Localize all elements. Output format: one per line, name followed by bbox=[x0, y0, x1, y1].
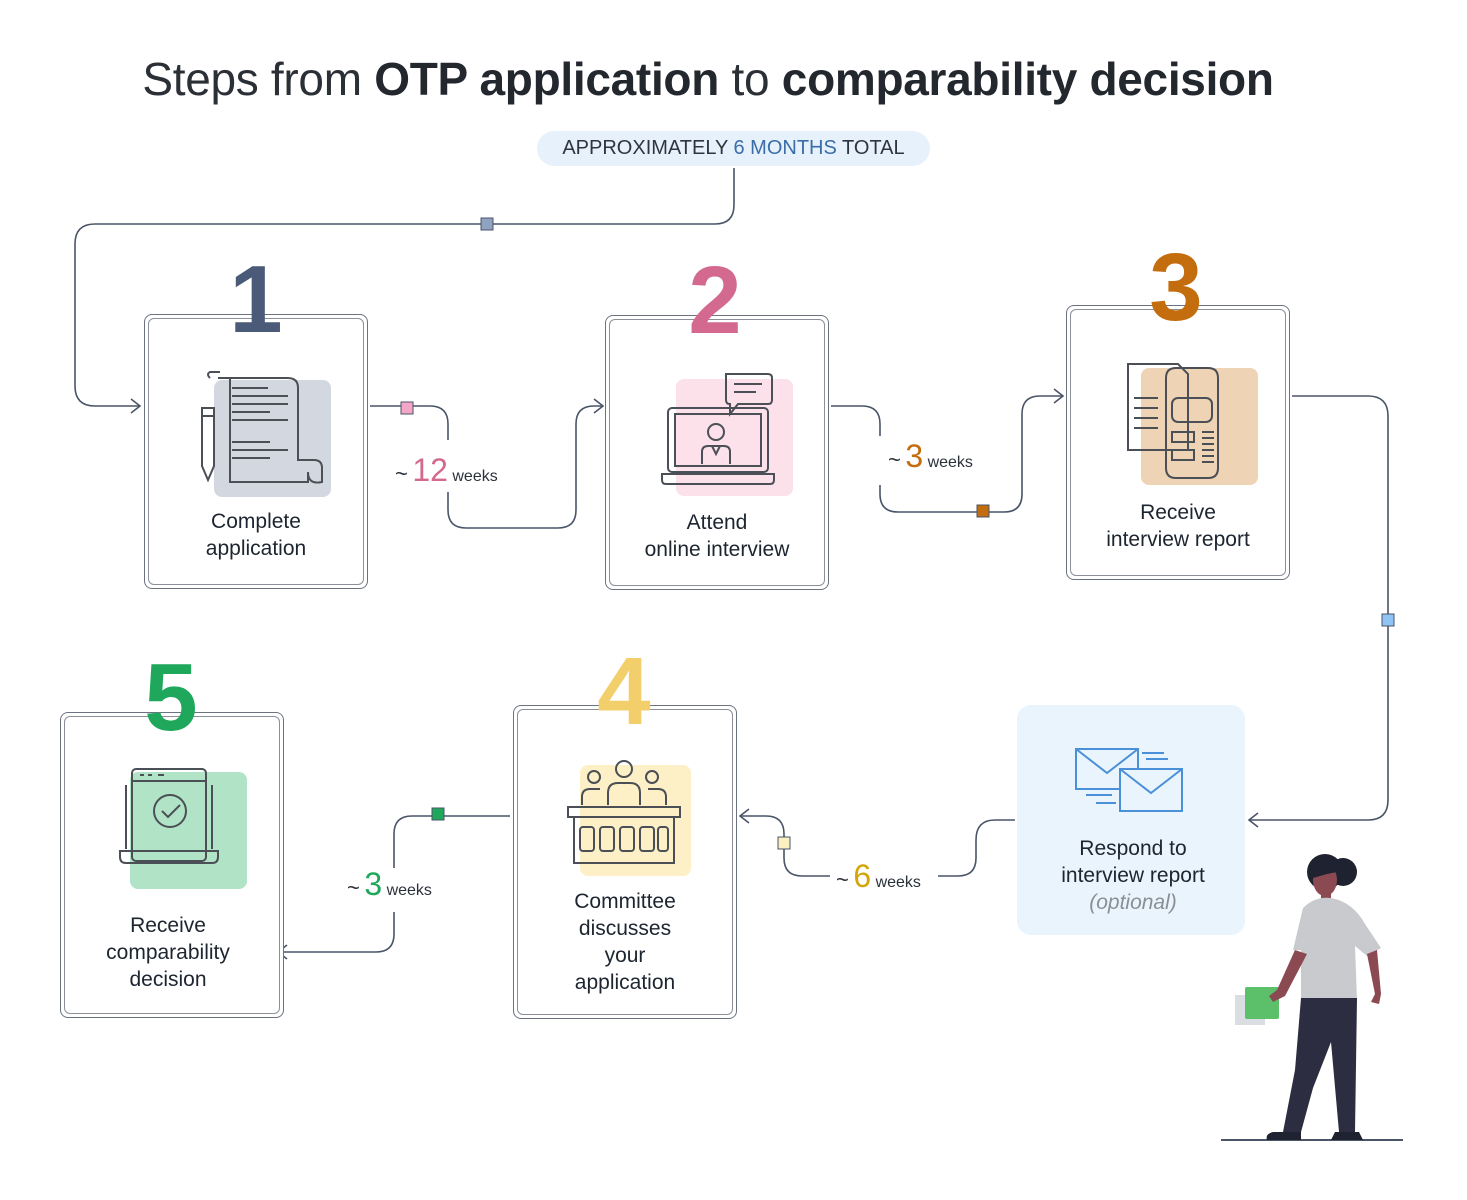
committee-icon bbox=[567, 760, 691, 876]
arrowhead bbox=[1053, 388, 1065, 404]
step-label-5: Receive comparability decision bbox=[106, 914, 230, 991]
connector-marker bbox=[1381, 613, 1395, 627]
step-label-1: Complete application bbox=[205, 510, 307, 560]
arrowhead bbox=[1247, 812, 1259, 828]
page-title: Steps from OTP application to comparabil… bbox=[142, 53, 1274, 105]
total-duration-badge: APPROXIMATELY 6 MONTHS TOTAL bbox=[537, 131, 930, 166]
step-number-3: 3 bbox=[1149, 234, 1203, 341]
arrowhead bbox=[593, 398, 605, 414]
step-number-2: 2 bbox=[688, 247, 742, 354]
person-illustration bbox=[1221, 854, 1403, 1141]
document-pen-icon bbox=[201, 371, 331, 497]
connector-marker bbox=[480, 217, 494, 231]
respond-card bbox=[1017, 705, 1245, 935]
respond-label: Respond to interview report (optional) bbox=[1061, 837, 1205, 914]
connector-marker bbox=[431, 807, 445, 821]
step-number-1: 1 bbox=[229, 246, 283, 353]
step-label-3: Receive interview report bbox=[1106, 501, 1250, 551]
connector-start-to-step1 bbox=[74, 168, 735, 407]
connector-marker bbox=[777, 836, 791, 850]
duration-respond-to-step4: ~ 6 weeks bbox=[836, 858, 921, 894]
step-number-4: 4 bbox=[597, 638, 651, 745]
connector-marker bbox=[400, 401, 414, 415]
duration-step1-to-step2: ~ 12 weeks bbox=[395, 452, 498, 488]
connector-step1-to-step2 bbox=[370, 405, 602, 529]
duration-step2-to-step3: ~ 3 weeks bbox=[888, 438, 973, 474]
step-label-2: Attend online interview bbox=[644, 511, 790, 561]
connector-step2-to-step3 bbox=[831, 395, 1063, 513]
laptop-check-icon bbox=[119, 768, 247, 889]
duration-step4-to-step5: ~ 3 weeks bbox=[347, 866, 432, 902]
connector-step4-to-step5 bbox=[278, 815, 510, 953]
envelopes-icon bbox=[1075, 748, 1183, 812]
optional-note: (optional) bbox=[1089, 891, 1177, 914]
arrowhead bbox=[130, 398, 142, 414]
step-label-4: Committee discusses your application bbox=[574, 890, 676, 994]
step-number-5: 5 bbox=[144, 644, 198, 751]
laptop-video-chat-icon bbox=[661, 373, 793, 496]
report-documents-icon bbox=[1127, 363, 1258, 485]
connector-marker bbox=[976, 504, 990, 518]
connector-step3-to-respond bbox=[1249, 395, 1389, 821]
arrowhead bbox=[738, 808, 750, 824]
